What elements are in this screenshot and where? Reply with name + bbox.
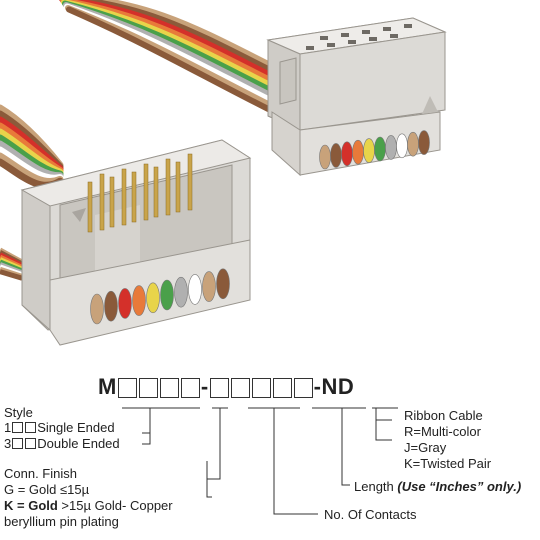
idc-socket-connector xyxy=(266,17,447,177)
code-box-icon xyxy=(12,438,24,449)
ribbon-cable-top xyxy=(59,0,283,118)
part-suffix: -ND xyxy=(313,374,355,400)
code-box-icon xyxy=(117,378,137,399)
style-code-3: 3 xyxy=(4,436,12,451)
style-option-single: 1 Single Ended xyxy=(4,420,115,435)
socket-hole xyxy=(341,33,349,37)
wire-end xyxy=(174,276,188,308)
style-label-double: Double Ended xyxy=(37,436,120,451)
style-label-single: Single Ended xyxy=(37,420,115,435)
socket-hole xyxy=(306,46,314,50)
code-box-icon xyxy=(138,378,158,399)
socket-hole xyxy=(362,30,370,34)
style-option-double: 3 Double Ended xyxy=(4,436,120,451)
wire-end xyxy=(374,136,386,162)
header-pin xyxy=(99,173,105,231)
box-header-connector xyxy=(20,139,252,346)
socket-hole xyxy=(327,43,335,47)
part-separator: - xyxy=(200,374,209,400)
wire-end xyxy=(341,141,353,167)
callout-lines xyxy=(122,407,398,515)
ribbon-option-j: J=Gray xyxy=(404,440,447,455)
wire-end xyxy=(385,135,397,160)
code-box-icon xyxy=(12,422,24,433)
ribbon-wire xyxy=(0,269,23,281)
socket-hole xyxy=(369,37,377,41)
header-pin xyxy=(143,163,149,221)
code-box-icon xyxy=(159,378,179,399)
ribbon-option-k: K=Twisted Pair xyxy=(404,456,492,471)
wire-end xyxy=(146,282,160,314)
wire-end xyxy=(396,133,408,159)
wire-end xyxy=(363,138,375,163)
code-box-icon xyxy=(25,422,37,433)
part-prefix: M xyxy=(98,374,117,400)
ribbon-wire xyxy=(75,0,283,73)
wire-end xyxy=(132,285,146,316)
style-heading: Style xyxy=(4,405,33,420)
ribbon-wire xyxy=(66,6,283,118)
code-box-icon xyxy=(180,378,200,399)
length-text: Length xyxy=(354,479,398,494)
wire-end xyxy=(160,279,174,311)
code-box-icon xyxy=(209,378,229,399)
code-box-icon xyxy=(230,378,250,399)
contacts-label: No. Of Contacts xyxy=(324,507,417,522)
socket-hole xyxy=(320,36,328,40)
finish-k-text: >15µ Gold- Copper xyxy=(57,498,173,513)
style-code-1: 1 xyxy=(4,420,12,435)
length-label: Length (Use “Inches” only.) xyxy=(354,479,521,494)
code-box-icon xyxy=(25,438,37,449)
part-code-boxes-group1 xyxy=(117,374,201,399)
header-pin xyxy=(153,166,159,218)
code-box-icon xyxy=(251,378,271,399)
header-pin xyxy=(187,153,193,211)
wire-end xyxy=(319,144,331,170)
finish-option-g: G = Gold ≤15µ xyxy=(4,482,90,497)
socket-hole xyxy=(390,34,398,38)
finish-k-code: K = Gold xyxy=(4,498,58,513)
header-pin xyxy=(131,171,137,223)
socket-hole xyxy=(383,27,391,31)
header-pin xyxy=(109,176,115,228)
socket-hole xyxy=(348,40,356,44)
header-pin xyxy=(165,158,171,216)
finish-option-k: K = Gold >15µ Gold- Copper xyxy=(4,498,173,513)
code-box-icon xyxy=(293,378,313,399)
ribbon-heading: Ribbon Cable xyxy=(404,408,483,423)
socket-hole xyxy=(404,24,412,28)
wire-end xyxy=(407,131,419,157)
wire-end xyxy=(118,288,132,319)
wire-end xyxy=(352,139,364,165)
code-box-icon xyxy=(272,378,292,399)
wire-end xyxy=(216,268,230,300)
header-pin xyxy=(121,168,127,226)
wire-end xyxy=(418,130,430,155)
length-note: (Use “Inches” only.) xyxy=(397,479,522,494)
wire-end xyxy=(188,274,202,305)
wire-end xyxy=(202,271,216,302)
wire-end xyxy=(330,143,342,168)
ribbon-cable-left xyxy=(0,104,64,281)
part-code-boxes-group2 xyxy=(209,374,314,399)
ribbon-option-r: R=Multi-color xyxy=(404,424,481,439)
header-pin xyxy=(87,181,93,233)
wire-end xyxy=(90,293,104,325)
finish-heading: Conn. Finish xyxy=(4,466,77,481)
finish-option-k-line2: beryllium pin plating xyxy=(4,514,119,529)
header-pin xyxy=(175,161,181,213)
part-number-template: M - -ND xyxy=(98,373,354,400)
wire-end xyxy=(104,290,118,322)
